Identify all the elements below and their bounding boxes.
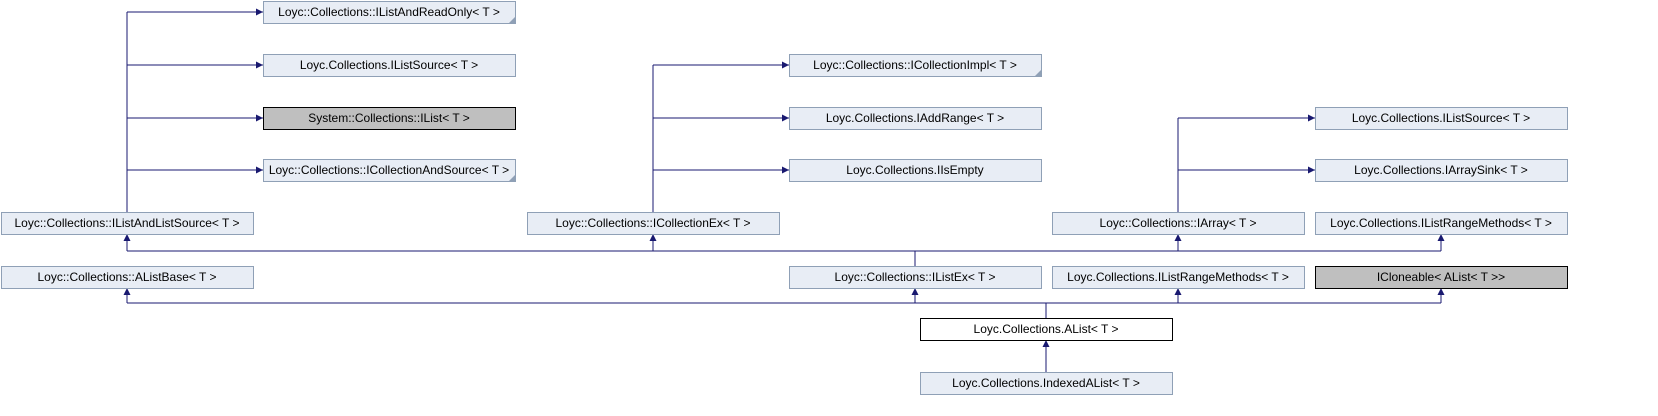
class-node[interactable]: Loyc::Collections::ICollectionImpl< T >: [789, 54, 1042, 77]
class-node-label: Loyc::Collections::ICollectionAndSource<…: [269, 163, 509, 177]
class-node-box: [1052, 266, 1305, 289]
class-node-label: Loyc::Collections::IListEx< T >: [835, 270, 996, 284]
class-node-box: [1, 266, 254, 289]
class-node-box: [789, 266, 1042, 289]
class-node-label: Loyc.Collections.IAddRange< T >: [826, 111, 1004, 125]
class-node[interactable]: Loyc.Collections.IListRangeMethods< T >: [1052, 266, 1305, 289]
class-node-box: [1, 212, 254, 235]
truncated-marker-icon: [509, 17, 515, 23]
class-node-box: [1315, 266, 1568, 289]
class-node[interactable]: Loyc.Collections.IAddRange< T >: [789, 107, 1042, 130]
truncated-marker-icon: [509, 175, 515, 181]
class-node-label: Loyc.Collections.IndexedAList< T >: [952, 376, 1140, 390]
class-node[interactable]: Loyc.Collections.IndexedAList< T >: [920, 372, 1173, 395]
class-node-label: Loyc::Collections::AListBase< T >: [38, 270, 217, 284]
class-node[interactable]: Loyc.Collections.IListSource< T >: [263, 54, 516, 77]
class-node[interactable]: Loyc.Collections.IArraySink< T >: [1315, 159, 1568, 182]
class-node[interactable]: Loyc.Collections.IIsEmpty: [789, 159, 1042, 182]
class-node-box: [789, 159, 1042, 182]
class-node[interactable]: Loyc::Collections::IListAndListSource< T…: [1, 212, 254, 235]
class-node-box: [789, 107, 1042, 130]
class-node[interactable]: Loyc::Collections::IListEx< T >: [789, 266, 1042, 289]
class-node-box: [1315, 107, 1568, 130]
class-node-label: ICloneable< AList< T >>: [1377, 270, 1505, 284]
class-node[interactable]: System::Collections::IList< T >: [263, 107, 516, 130]
class-node-label: Loyc::Collections::IListAndListSource< T…: [14, 216, 239, 230]
class-node-box: [263, 107, 516, 130]
class-node-box: [1315, 212, 1568, 235]
class-node-label: Loyc::Collections::IListAndReadOnly< T >: [278, 5, 500, 19]
class-node-label: Loyc.Collections.IIsEmpty: [846, 163, 983, 177]
class-node-label: Loyc::Collections::IArray< T >: [1100, 216, 1257, 230]
class-node-label: Loyc.Collections.IListRangeMethods< T >: [1330, 216, 1552, 230]
class-node[interactable]: Loyc::Collections::AListBase< T >: [1, 266, 254, 289]
class-node-label: Loyc.Collections.IListSource< T >: [300, 58, 478, 72]
class-node[interactable]: Loyc::Collections::IListAndReadOnly< T >: [263, 1, 516, 24]
class-node[interactable]: Loyc::Collections::ICollectionAndSource<…: [263, 159, 516, 182]
class-node-box: [920, 318, 1173, 341]
class-node-box: [1315, 159, 1568, 182]
class-node[interactable]: Loyc::Collections::ICollectionEx< T >: [527, 212, 780, 235]
class-node-label: System::Collections::IList< T >: [308, 111, 470, 125]
class-node-box: [263, 159, 516, 182]
class-node-box: [1052, 212, 1305, 235]
class-node-label: Loyc::Collections::ICollectionEx< T >: [556, 216, 751, 230]
class-node[interactable]: Loyc.Collections.IListSource< T >: [1315, 107, 1568, 130]
class-node[interactable]: Loyc::Collections::IArray< T >: [1052, 212, 1305, 235]
class-node[interactable]: ICloneable< AList< T >>: [1315, 266, 1568, 289]
class-node-label: Loyc.Collections.IListSource< T >: [1352, 111, 1530, 125]
class-node-box: [527, 212, 780, 235]
class-node-label: Loyc.Collections.IArraySink< T >: [1354, 163, 1528, 177]
class-node-box: [789, 54, 1042, 77]
class-node-label: Loyc.Collections.IListRangeMethods< T >: [1067, 270, 1289, 284]
class-node[interactable]: Loyc.Collections.IListRangeMethods< T >: [1315, 212, 1568, 235]
class-node-label: Loyc.Collections.AList< T >: [974, 322, 1119, 336]
nodes-layer: Loyc::Collections::IListAndReadOnly< T >…: [1, 1, 1568, 395]
edges-layer: [123, 8, 1445, 372]
class-node[interactable]: Loyc.Collections.AList< T >: [920, 318, 1173, 341]
class-node-box: [920, 372, 1173, 395]
class-node-box: [263, 54, 516, 77]
class-node-label: Loyc::Collections::ICollectionImpl< T >: [813, 58, 1017, 72]
truncated-marker-icon: [1035, 70, 1041, 76]
class-node-box: [263, 1, 516, 24]
